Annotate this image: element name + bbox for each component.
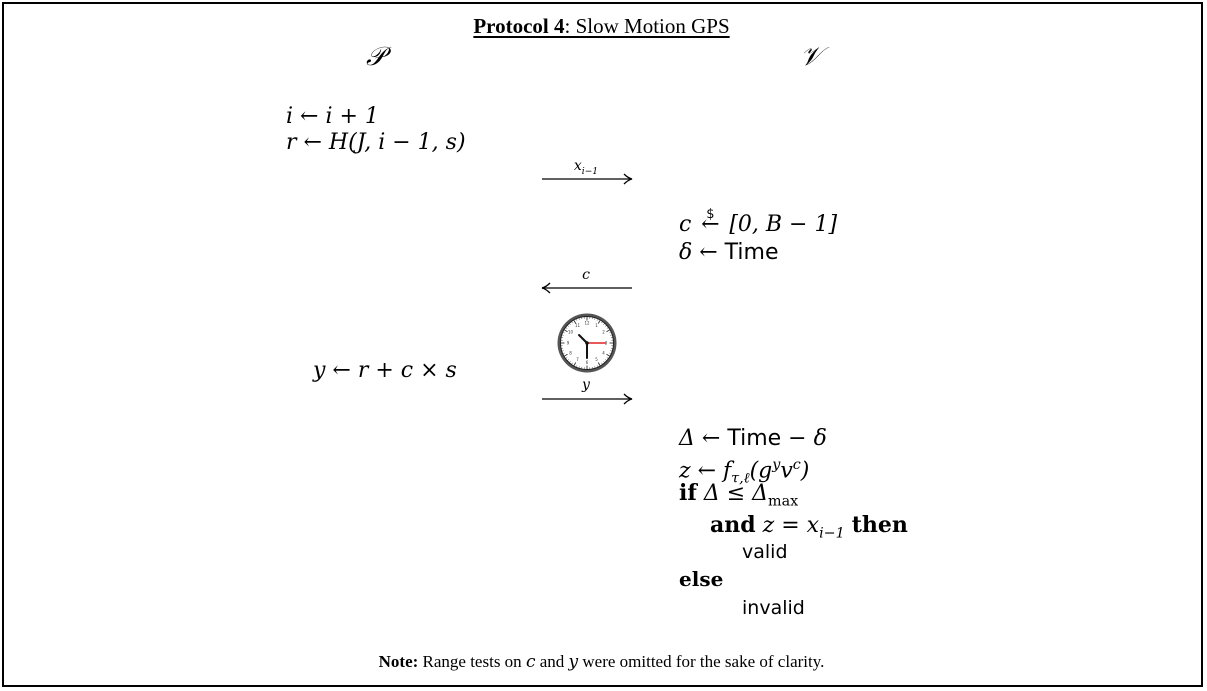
random-sample-symbol: $ — [706, 207, 715, 222]
clock-tick — [597, 320, 601, 324]
clock-tick — [605, 359, 607, 361]
clock-tick — [569, 361, 571, 363]
verifier-step-challenge: c ←$ [0, B − 1] — [679, 207, 837, 238]
clock-tick — [576, 319, 578, 321]
prover-step-commit: r ← H(J, i − 1, s) — [286, 130, 466, 155]
clock-tick — [606, 329, 610, 333]
footnote: Note: Range tests on c and y were omitte… — [378, 652, 825, 672]
verifier-and-condition: and z ← fz = xi−1 then — [710, 512, 908, 542]
verifier-step-elapsed: Δ ← Time − δ — [679, 426, 827, 451]
arrow-right-2 — [542, 393, 633, 405]
clock-tick — [567, 359, 569, 361]
clock-tick — [571, 321, 573, 324]
prover-label: 𝒫 — [366, 42, 385, 72]
svg-text:8: 8 — [569, 351, 572, 356]
clock-tick — [596, 365, 598, 367]
svg-text:4: 4 — [602, 351, 605, 356]
message-label-c: c — [582, 267, 590, 283]
title-label: Protocol 4 — [473, 14, 565, 38]
clock-tick — [573, 362, 577, 366]
clock-tick — [563, 352, 565, 354]
verifier-step-start-time: δ ← Time — [679, 240, 779, 265]
clock-tick — [601, 362, 603, 365]
clock-tick — [573, 320, 577, 324]
clock-tick — [563, 332, 565, 334]
svg-text:1: 1 — [595, 323, 598, 328]
clock-tick — [571, 362, 573, 365]
svg-text:5: 5 — [595, 357, 598, 362]
svg-text:7: 7 — [576, 357, 579, 362]
clock-tick — [609, 332, 611, 334]
clock-tick — [565, 327, 568, 329]
svg-text:11: 11 — [575, 323, 581, 328]
clock-tick — [565, 357, 568, 359]
arrow-right-1 — [542, 173, 633, 185]
message-label-y: y — [582, 377, 590, 393]
clock-tick — [609, 352, 611, 354]
clock-tick — [603, 361, 605, 363]
svg-text:3: 3 — [605, 341, 608, 346]
verifier-step-compute-z: z ← fτ,ℓ(gyvc) — [679, 457, 810, 487]
svg-text:6: 6 — [586, 360, 589, 365]
title-name: : Slow Motion GPS — [564, 14, 730, 38]
clock-tick — [597, 362, 601, 366]
message-label-x: xi−1 — [573, 158, 599, 177]
arrow-left — [541, 282, 632, 294]
clock-tick — [564, 329, 568, 333]
protocol-title: Protocol 4: Slow Motion GPS — [0, 14, 1203, 39]
clock-tick — [606, 353, 610, 357]
prover-step-increment: i ← i + 1 — [286, 104, 379, 129]
clock-tick — [601, 321, 603, 324]
clock-tick — [596, 319, 598, 321]
clock-tick — [605, 325, 607, 327]
verifier-result-invalid: invalid — [742, 597, 805, 619]
clock-tick — [569, 323, 571, 325]
verifier-else: else — [679, 567, 724, 591]
verifier-result-valid: valid — [742, 541, 788, 563]
svg-text:10: 10 — [568, 330, 574, 335]
verifier-label: 𝒱 — [800, 42, 822, 72]
clock-tick — [576, 365, 578, 367]
svg-text:12: 12 — [584, 321, 590, 326]
clock-tick — [606, 327, 609, 329]
prover-step-response: y ← r + c × s — [313, 358, 457, 383]
clock-tick — [606, 357, 609, 359]
svg-text:9: 9 — [567, 341, 570, 346]
clock-tick — [567, 325, 569, 327]
verifier-if-condition: if Δ ≤ Δmax — [679, 480, 799, 510]
clock-tick — [603, 323, 605, 325]
svg-text:2: 2 — [602, 330, 605, 335]
clock-tick — [564, 353, 568, 357]
